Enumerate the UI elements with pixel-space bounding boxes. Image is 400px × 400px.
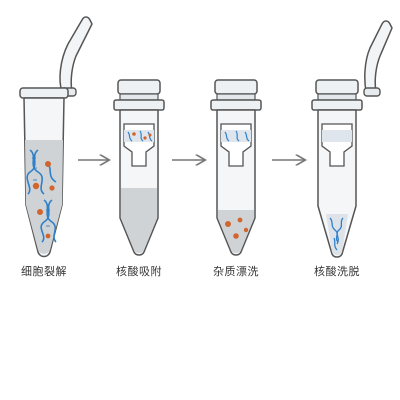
spin-cap	[214, 79, 258, 95]
spin-cap	[315, 79, 359, 95]
tube-elution	[311, 20, 393, 258]
bound-dna	[127, 130, 153, 142]
eluted-dna	[329, 217, 344, 251]
dna-rungs	[32, 157, 50, 227]
step-label-elution: 核酸洗脱	[314, 265, 360, 278]
column-membrane-band	[124, 130, 154, 142]
spin-cap	[117, 79, 161, 95]
step-label-wash: 杂质漂洗	[213, 265, 259, 278]
tube-cell-lysis	[19, 16, 93, 258]
cell-debris-dots	[32, 161, 55, 239]
open-cap	[363, 20, 393, 97]
wash-liquid	[218, 210, 254, 253]
tube-binding	[113, 79, 165, 256]
flow-through-liquid	[121, 188, 157, 253]
tube-wash	[210, 79, 262, 256]
tube-rim	[19, 87, 69, 99]
column-membrane-band	[322, 130, 352, 142]
bound-dna	[224, 130, 250, 142]
washed-debris	[225, 217, 249, 239]
step-label-cell-lysis: 细胞裂解	[21, 265, 67, 278]
bound-debris	[132, 132, 152, 140]
open-cap	[59, 16, 93, 97]
step-label-binding: 核酸吸附	[116, 265, 162, 278]
column-membrane-band	[221, 130, 251, 142]
dna-strands	[26, 149, 57, 243]
